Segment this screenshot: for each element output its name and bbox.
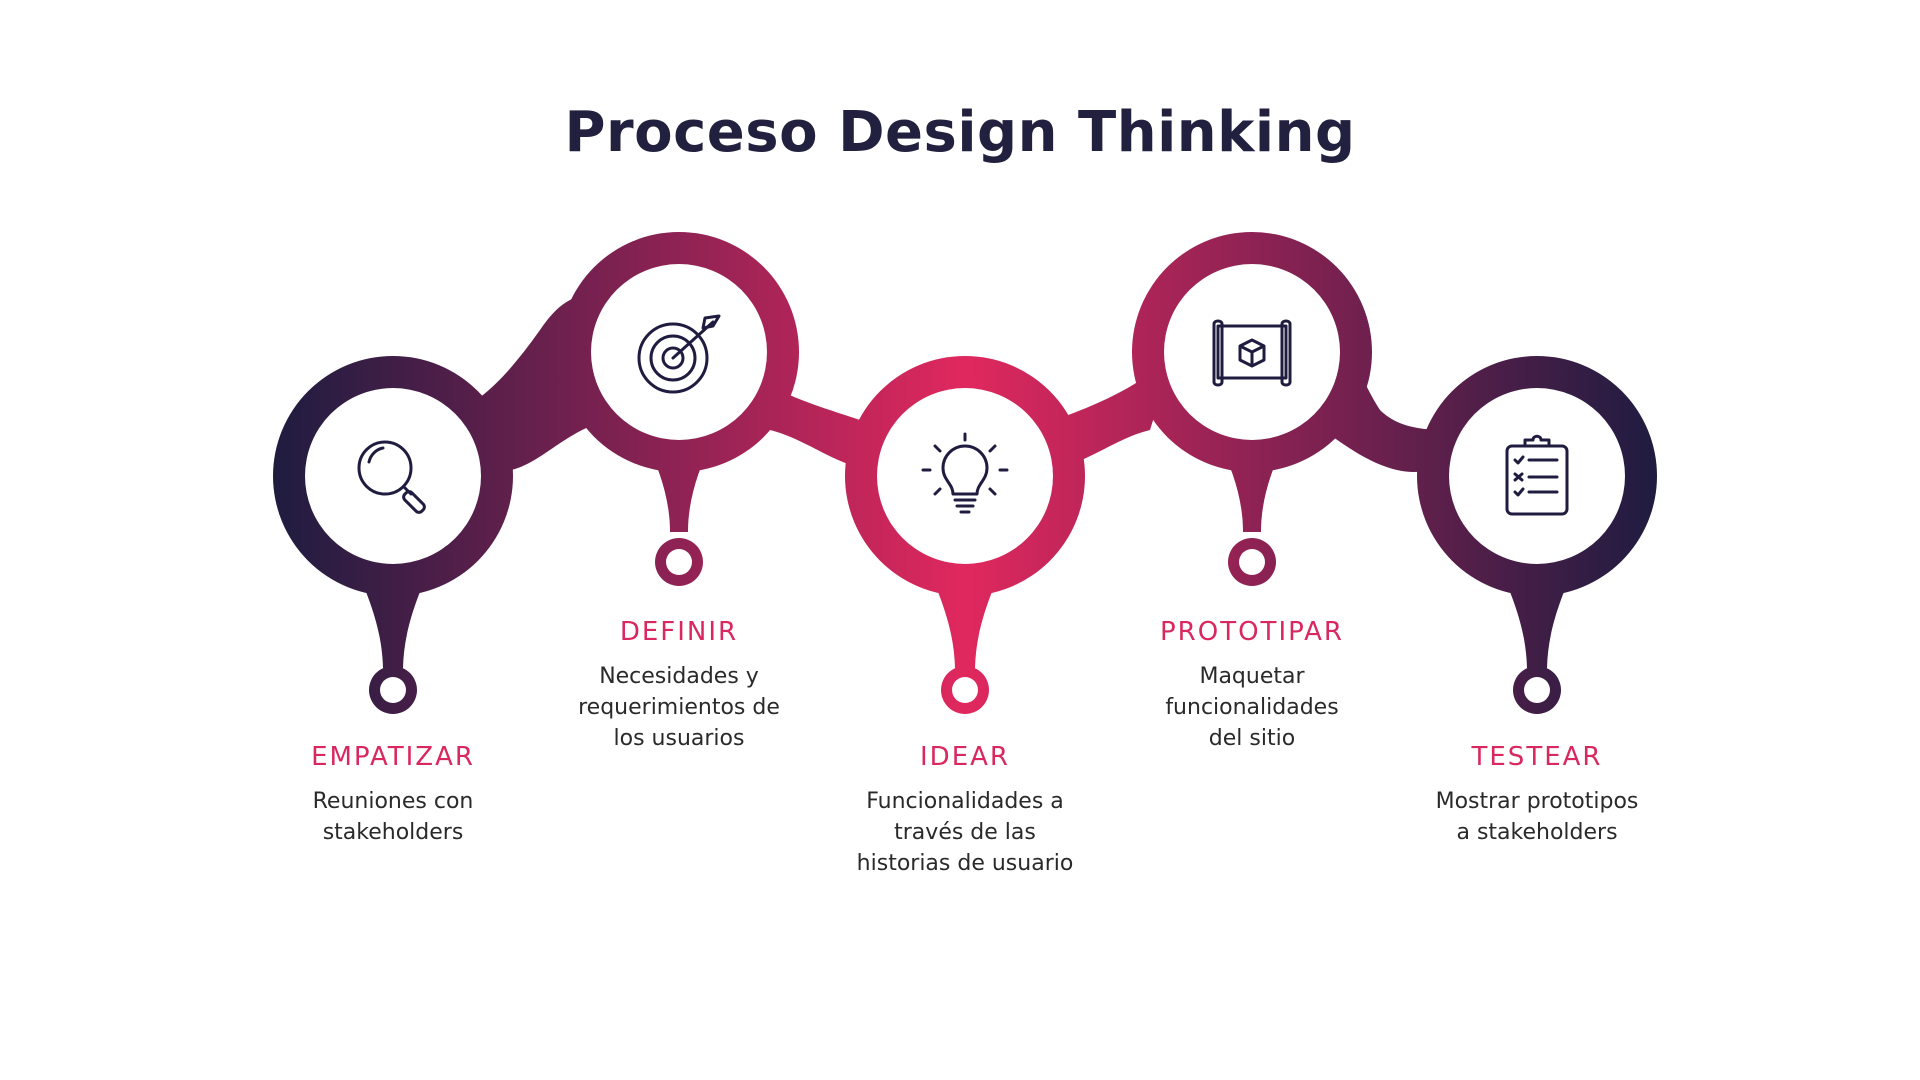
clipboard-icon	[1505, 434, 1569, 516]
blueprint-icon	[1212, 319, 1292, 387]
page-title: Proceso Design Thinking	[564, 100, 1356, 165]
step-label-prototipar: PROTOTIPAR	[1160, 617, 1344, 647]
step-label-testear: TESTEAR	[1471, 742, 1603, 772]
step-desc-definir: Necesidades y requerimientos de los usua…	[578, 664, 780, 751]
step-label-empatizar: EMPATIZAR	[311, 742, 475, 772]
magnifier-icon	[357, 440, 426, 514]
step-label-idear: IDEAR	[920, 742, 1010, 772]
step-desc-testear: Mostrar prototipos a stakeholders	[1435, 789, 1639, 845]
step-label-definir: DEFINIR	[619, 617, 739, 647]
step-desc-prototipar: Maquetar funcionalidades del sitio	[1165, 664, 1339, 751]
step-desc-idear: Funcionalidades a través de las historia…	[856, 789, 1074, 876]
step-desc-empatizar: Reuniones con stakeholders	[312, 789, 474, 845]
target-icon	[637, 314, 721, 394]
lightbulb-icon	[921, 432, 1009, 514]
